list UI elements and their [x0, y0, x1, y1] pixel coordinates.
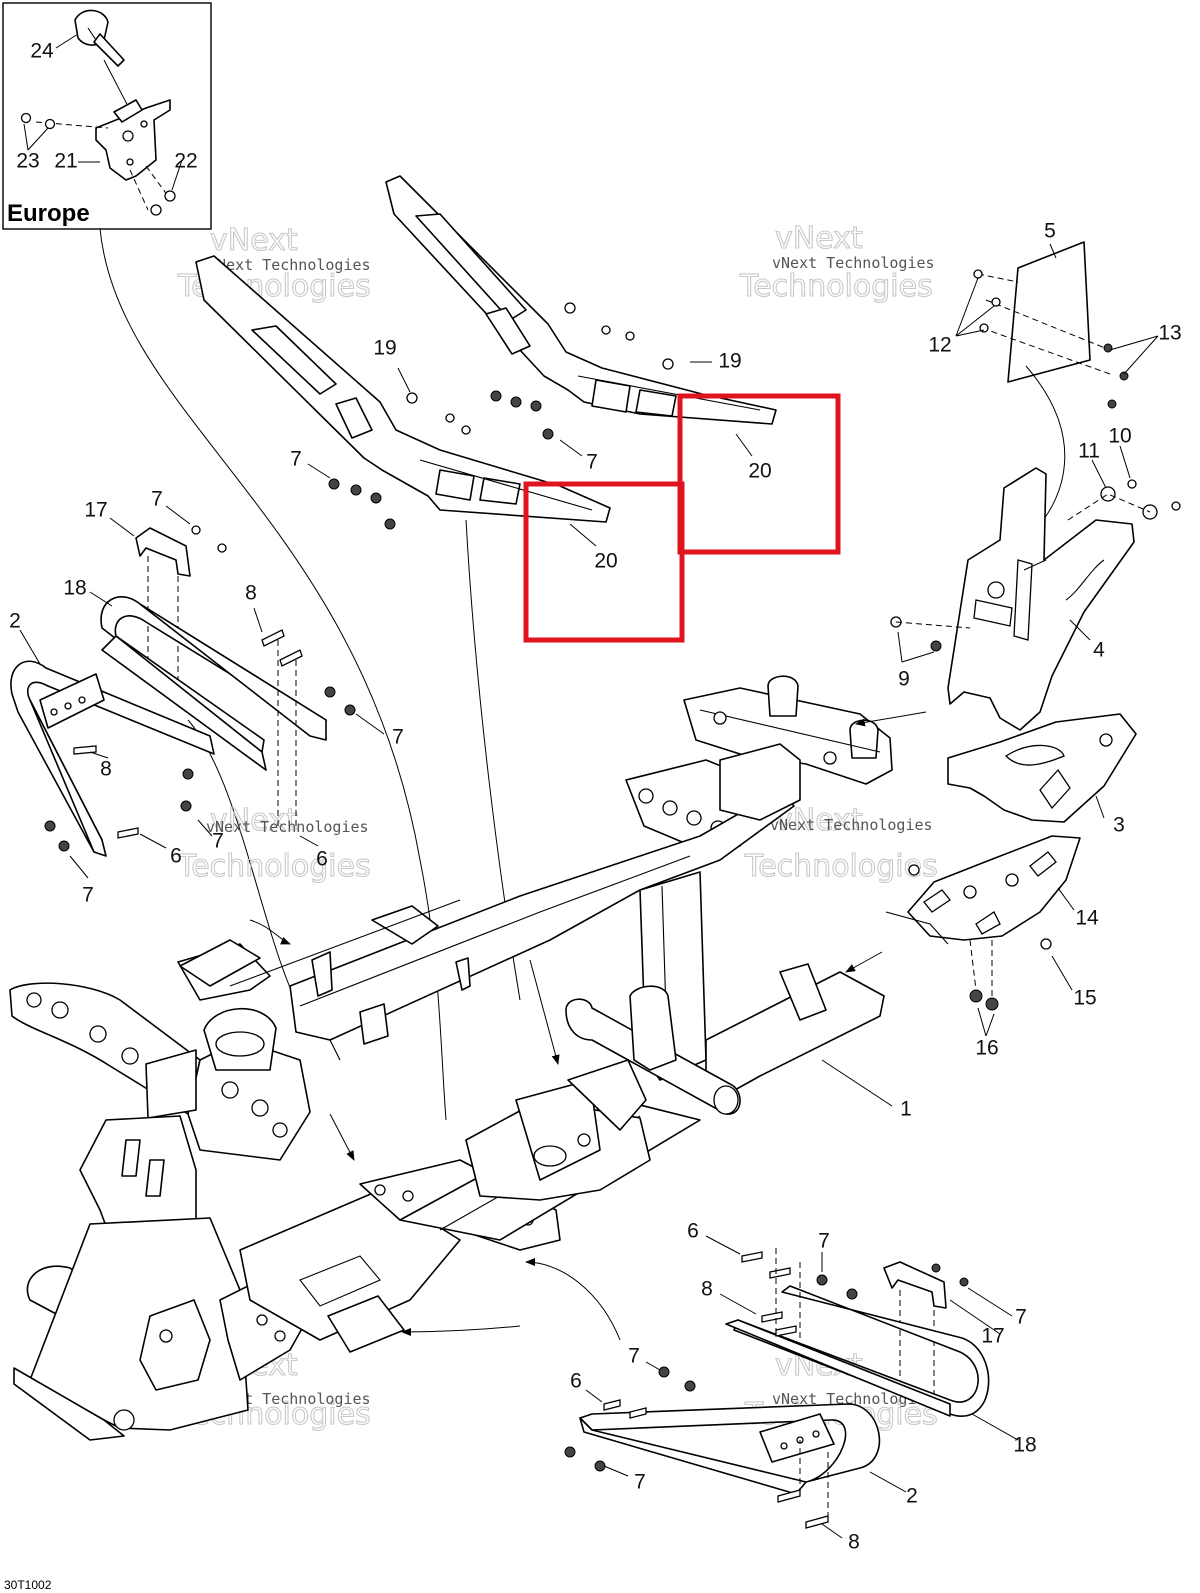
callout-19-left: 19: [373, 337, 396, 360]
license-plate-5: [955, 241, 1159, 525]
callout-14: 14: [1075, 907, 1099, 930]
upper-rail-right: [385, 175, 777, 425]
callout-5: 5: [1044, 220, 1056, 243]
svg-text:vNext: vNext: [210, 223, 298, 258]
callout-4: 4: [1093, 639, 1105, 662]
svg-text:vNext Technologies: vNext Technologies: [208, 256, 371, 274]
callout-7-top-left: 7: [151, 488, 163, 511]
callout-13: 13: [1158, 322, 1181, 345]
callout-7-upper-left: 7: [290, 448, 302, 471]
callout-10: 10: [1108, 425, 1131, 448]
bumper-2-top: [10, 629, 215, 857]
svg-text:vNext Technologies: vNext Technologies: [206, 818, 369, 836]
inset-bracket: [95, 99, 171, 181]
bumper-18-bottom: [725, 1285, 1019, 1441]
highlight-box-right: [677, 393, 841, 555]
callout-7-bottom-c: 7: [634, 1471, 646, 1494]
callout-8-bottom-a: 8: [701, 1278, 713, 1301]
callout-9: 9: [898, 668, 910, 691]
callout-17-bottom: 17: [981, 1325, 1004, 1348]
support-3: [947, 713, 1137, 823]
bracket-17-bottom: [883, 1261, 1013, 1396]
svg-text:vNext: vNext: [775, 221, 863, 256]
svg-text:Technologies: Technologies: [744, 849, 938, 884]
watermark-mid-right: vNext Technologies vNext Technologies: [743, 802, 938, 884]
watermark-top-right: vNext Technologies vNext Technologies: [738, 220, 935, 304]
drawing-code: 30T1002: [4, 1578, 52, 1592]
callout-20-left: 20: [594, 550, 617, 573]
callout-6-left-b: 6: [316, 848, 328, 871]
callout-21: 21: [54, 150, 77, 173]
mount-14: [885, 835, 1081, 1037]
callout-22: 22: [174, 150, 197, 173]
callout-7-bottom-right: 7: [1015, 1306, 1027, 1329]
callout-8-bottom-b: 8: [848, 1531, 860, 1554]
upper-rail-fasteners: [328, 302, 674, 530]
highlight-box-left: [523, 481, 685, 643]
bumper-2-bottom: [579, 1403, 907, 1495]
watermark-mid-left: vNext Technologies vNext Technologies: [176, 802, 371, 884]
callout-7-upper-mid: 7: [586, 451, 598, 474]
inset-title: Europe: [7, 200, 90, 227]
callout-7-bottom-a: 7: [818, 1230, 830, 1253]
upper-rail-left: [195, 255, 611, 523]
callout-15: 15: [1073, 987, 1096, 1010]
bracket-17-top: [109, 505, 227, 690]
callout-3: 3: [1113, 814, 1125, 837]
ignition-switch: [74, 9, 131, 111]
callout-1: 1: [900, 1098, 912, 1121]
callout-18-top: 18: [63, 577, 86, 600]
bottom-fasteners: [564, 1235, 858, 1539]
callout-7-left-b: 7: [212, 830, 224, 853]
left-fasteners: [44, 607, 385, 879]
svg-text:vNext Technologies: vNext Technologies: [770, 816, 933, 834]
callout-16: 16: [975, 1037, 998, 1060]
callout-6-left-a: 6: [170, 845, 182, 868]
main-frame-1: [9, 675, 893, 1441]
callout-11: 11: [1078, 440, 1100, 463]
svg-text:vNext Technologies: vNext Technologies: [772, 254, 935, 272]
callout-7-left-a: 7: [392, 726, 404, 749]
callout-23: 23: [16, 150, 39, 173]
callout-2-bottom: 2: [906, 1485, 918, 1508]
callout-17-top: 17: [84, 499, 107, 522]
callout-2-top: 2: [9, 610, 21, 633]
svg-text:Technologies: Technologies: [177, 849, 371, 884]
callout-19-right: 19: [718, 350, 741, 373]
svg-text:vNext Technologies: vNext Technologies: [772, 1390, 935, 1408]
callout-18-bottom: 18: [1013, 1434, 1036, 1457]
callout-12: 12: [928, 334, 951, 357]
rear-bracket-4: [890, 445, 1181, 731]
callout-8-upper: 8: [245, 582, 257, 605]
callout-8-left: 8: [100, 758, 112, 781]
bumper-18-top: [89, 591, 327, 771]
callout-6-bottom-b: 6: [570, 1370, 582, 1393]
europe-inset: 24 23 21 22 Europe: [2, 2, 212, 230]
svg-text:vNext Technologies: vNext Technologies: [208, 1390, 371, 1408]
svg-text:Technologies: Technologies: [739, 269, 933, 304]
callout-20-right: 20: [748, 460, 771, 483]
callout-7-bottom-b: 7: [628, 1345, 640, 1368]
callout-24: 24: [30, 40, 54, 63]
callout-6-bottom-a: 6: [687, 1220, 699, 1243]
callout-7-left-c: 7: [82, 884, 94, 907]
svg-text:vNext: vNext: [210, 803, 298, 838]
